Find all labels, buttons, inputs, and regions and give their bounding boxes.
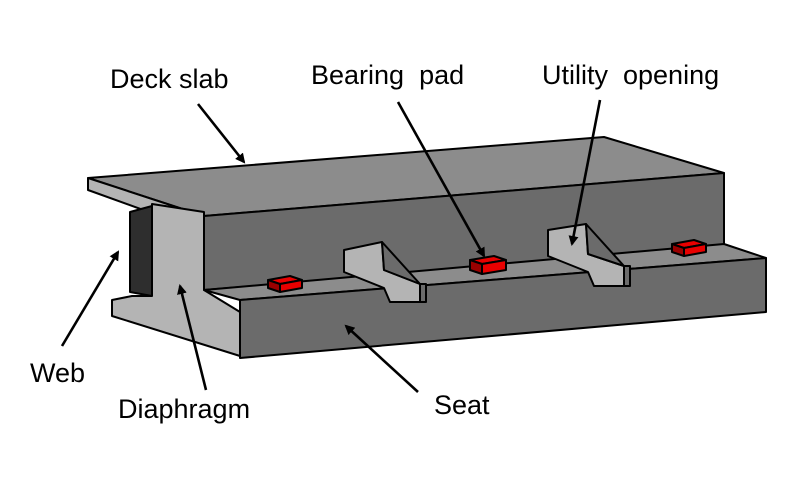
bearing-pad-2 <box>469 255 507 275</box>
label-diaphragm: Diaphragm <box>118 394 250 424</box>
label-bearing-pad: Bearing pad <box>311 60 464 90</box>
leader-diaphragm <box>177 284 208 391</box>
web-face <box>129 205 153 297</box>
utility-opening-right-back <box>585 223 631 287</box>
leader-web <box>60 250 120 347</box>
utility-opening-left-back <box>381 241 427 303</box>
label-deck-slab: Deck slab <box>110 64 229 94</box>
bearing-pad-2-front <box>481 259 507 275</box>
label-seat: Seat <box>434 390 490 420</box>
bearing-pad-1-front <box>279 279 303 293</box>
leader-bearing-pad <box>396 101 486 258</box>
utility-opening-right <box>547 223 631 287</box>
label-utility-opening: Utility opening <box>542 60 719 90</box>
bearing-pad-1 <box>267 275 303 293</box>
diaphragm-face <box>111 203 241 357</box>
label-web: Web <box>30 358 85 388</box>
bearing-pad-3 <box>671 239 707 257</box>
bearing-pad-3-front <box>683 243 707 257</box>
leader-utility-opening <box>568 99 602 246</box>
leader-deck-slab <box>196 103 246 164</box>
leader-seat <box>344 324 419 393</box>
utility-opening-left <box>343 241 427 303</box>
